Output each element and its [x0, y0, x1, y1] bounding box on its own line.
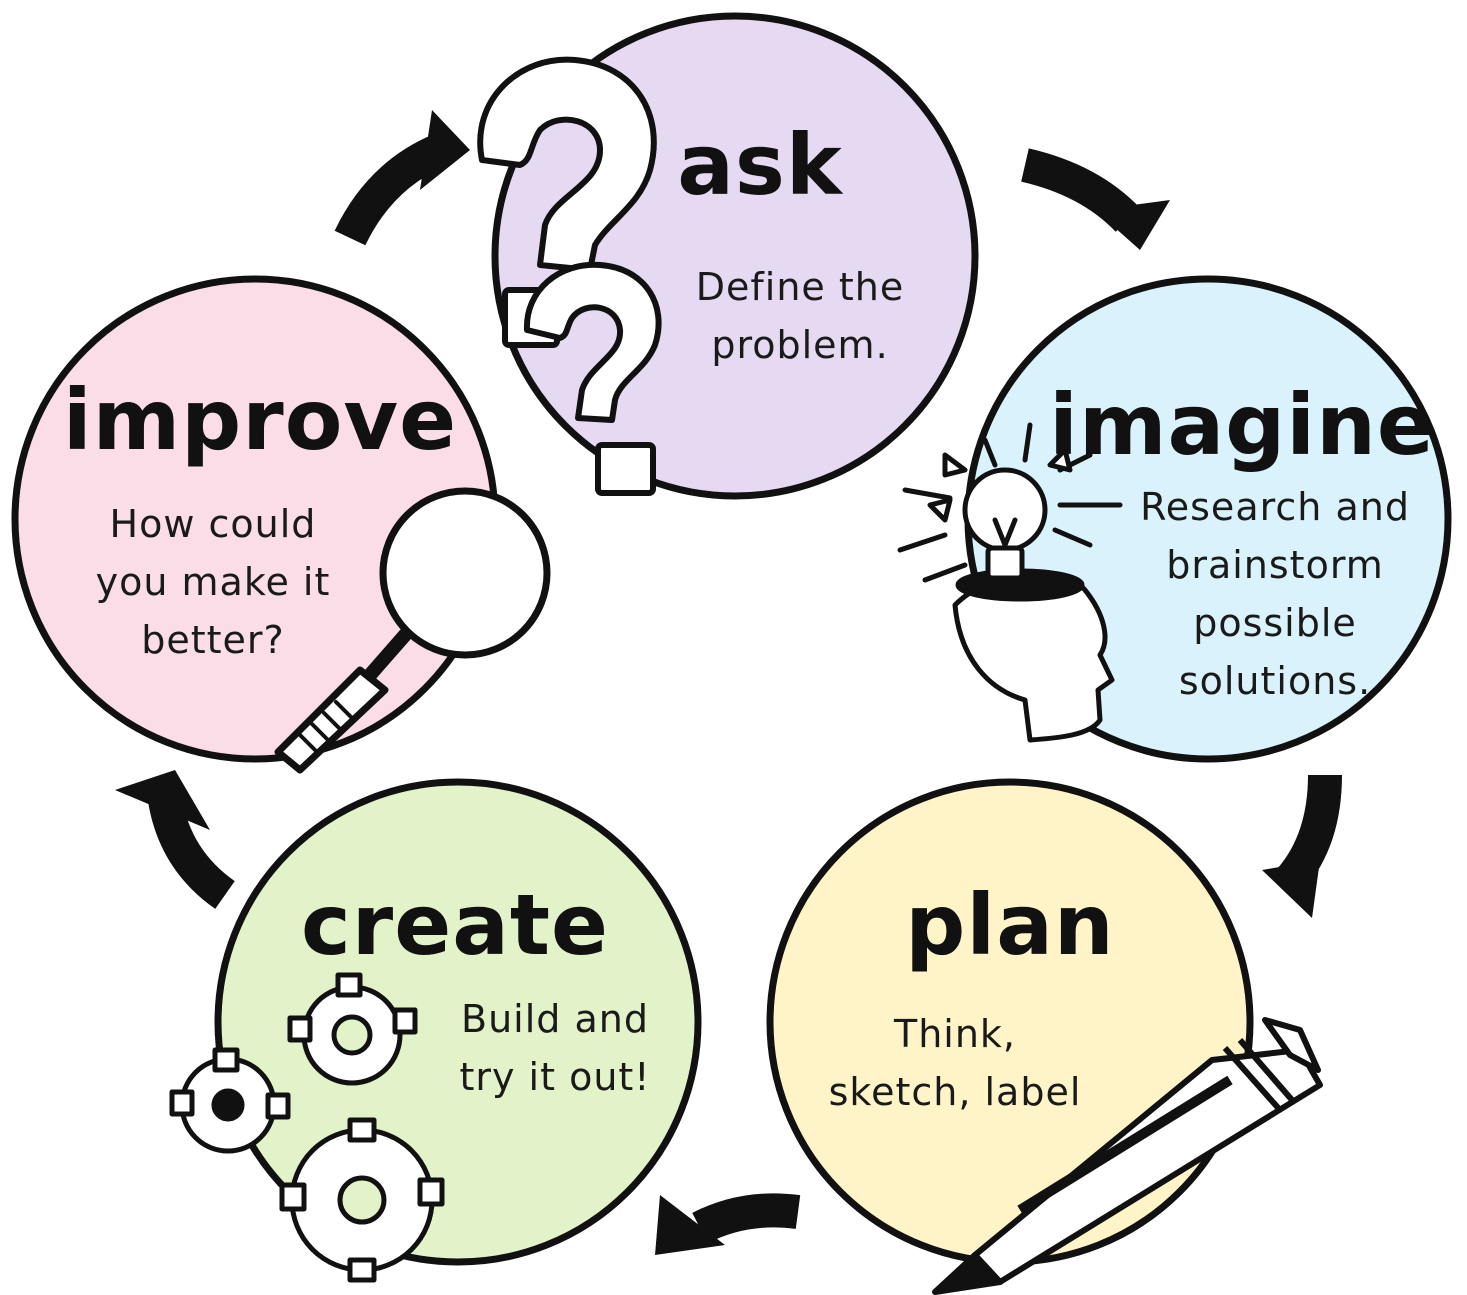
improve-title: improve: [62, 371, 458, 469]
imagine-description-line: brainstorm: [1166, 543, 1384, 587]
plan-title: plan: [905, 876, 1115, 974]
ask-title: ask: [677, 116, 843, 214]
imagine-description-line: solutions.: [1178, 659, 1372, 703]
improve-description-line: How could: [109, 502, 317, 546]
arrow-create-to-improve: [115, 770, 236, 909]
imagine-description-line: possible: [1193, 601, 1357, 645]
create-description-line: try it out!: [459, 1055, 651, 1099]
magnifying-glass-icon: [274, 487, 551, 774]
create-description: Build and try it out!: [459, 990, 650, 1106]
create-title: create: [301, 876, 609, 974]
imagine-title: imagine: [1049, 376, 1435, 474]
create-description-line: Build and: [461, 997, 649, 1041]
ask-description-line: problem.: [711, 323, 889, 367]
improve-description: How could you make it better?: [96, 495, 331, 669]
improve-description-line: you make it: [95, 560, 331, 604]
arrow-ask-to-imagine: [1020, 148, 1170, 250]
pencil-icon: [932, 1017, 1323, 1295]
arrow-imagine-to-plan: [1262, 774, 1342, 918]
imagine-description: Research and brainstorm possible solutio…: [1140, 478, 1410, 710]
improve-description-line: better?: [141, 618, 285, 662]
ask-description: Define the problem.: [696, 258, 904, 374]
lightbulb-head-icon: [897, 422, 1123, 743]
arrow-plan-to-create: [655, 1193, 801, 1255]
plan-description: Think, sketch, label: [829, 1005, 1082, 1121]
ask-description-line: Define the: [695, 265, 905, 309]
gears-icon: [169, 972, 445, 1283]
plan-description-line: Think,: [893, 1012, 1017, 1056]
arrow-improve-to-ask: [334, 110, 470, 246]
question-marks-icon: [477, 56, 662, 496]
plan-description-line: sketch, label: [828, 1070, 1082, 1114]
imagine-description-line: Research and: [1140, 485, 1410, 529]
